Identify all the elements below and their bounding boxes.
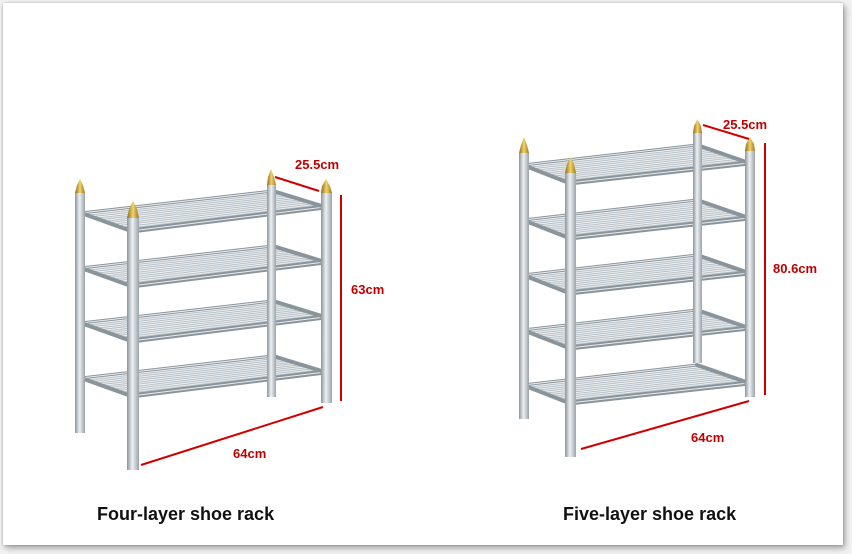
- shelf-side-rail: [271, 244, 327, 264]
- shelf-slat-highlight: [560, 214, 741, 236]
- finial-icon: [565, 157, 576, 173]
- five-layer-caption: Five-layer shoe rack: [563, 504, 737, 524]
- width-dimension-line: [140, 406, 324, 466]
- height-label: 63cm: [351, 282, 385, 297]
- finial-icon: [745, 137, 755, 151]
- shelf-slat-highlight: [560, 379, 741, 401]
- shelf-side-rail: [271, 299, 327, 319]
- shelf-slat-highlight: [130, 261, 326, 287]
- shelf-slat-highlight: [530, 257, 707, 279]
- shelf-side-rail: [521, 163, 571, 185]
- shelf-slat-highlight: [560, 324, 741, 346]
- shelf-slat-highlight: [568, 272, 750, 294]
- shelf-side-rail: [79, 321, 133, 343]
- shelf-slat-highlight: [522, 199, 698, 221]
- shelf-slat-highlight: [122, 258, 317, 284]
- shelf-layer: [521, 363, 752, 406]
- front-left-post: [565, 173, 576, 457]
- shelf-slat-highlight: [530, 312, 707, 334]
- depth-dimension-line: [274, 176, 320, 192]
- shelf-side-rail: [79, 376, 133, 398]
- depth-dimension-line: [702, 124, 750, 140]
- shelf-slat-highlight: [88, 303, 283, 327]
- shelf-layer: [521, 198, 752, 241]
- shelf-side-rail: [695, 308, 751, 330]
- width-dimension-line: [580, 400, 750, 450]
- shelf-side-rail: [695, 363, 751, 385]
- shelf-side-rail: [521, 218, 571, 240]
- shelf-layer: [521, 308, 752, 351]
- shelf-side-rail: [271, 354, 327, 374]
- five-layer-shelves: [521, 143, 752, 406]
- shelf-slat-highlight: [122, 313, 317, 339]
- shelf-slat-highlight: [522, 254, 698, 276]
- shelf-slat-highlight: [568, 217, 750, 239]
- front-right-post: [321, 193, 332, 403]
- finial-icons: [519, 119, 755, 173]
- shelf-layer: [79, 244, 328, 289]
- shelf-slat-highlight: [522, 309, 698, 331]
- shelf-side-rail: [271, 189, 327, 209]
- rear-left-post: [75, 193, 85, 433]
- shelf-slat-highlight: [530, 202, 707, 224]
- shelf-layer: [521, 143, 752, 186]
- finial-icon: [519, 137, 529, 153]
- shelf-slat-highlight: [122, 368, 317, 394]
- front-right-post: [745, 151, 755, 397]
- shelf-slat-highlight: [88, 193, 283, 217]
- shelf-slat-highlight: [80, 245, 274, 269]
- four-layer-rack-drawing: [75, 169, 342, 470]
- height-label: 80.6cm: [773, 261, 818, 276]
- rear-right-post: [693, 133, 702, 363]
- finial-icon: [321, 179, 332, 193]
- shelf-slat-highlight: [88, 248, 283, 272]
- shelf-slat-highlight: [122, 203, 317, 229]
- finial-icon: [267, 169, 276, 185]
- width-label: 64cm: [233, 446, 267, 461]
- shelf-side-rail: [695, 253, 751, 275]
- four-layer-caption: Four-layer shoe rack: [97, 504, 275, 524]
- rear-right-post: [267, 185, 276, 397]
- shelf-side-rail: [695, 198, 751, 220]
- shelf-slat-highlight: [568, 162, 750, 184]
- shelf-side-rail: [521, 273, 571, 295]
- shelf-slat-highlight: [530, 367, 707, 389]
- shelf-slat-highlight: [80, 300, 274, 324]
- shelf-slat-highlight: [522, 144, 698, 166]
- width-label: 64cm: [691, 430, 725, 445]
- shelf-slat-highlight: [530, 147, 707, 169]
- front-left-post: [127, 218, 139, 470]
- shelf-layer: [521, 253, 752, 296]
- finial-icon: [127, 201, 139, 218]
- shelf-slat-highlight: [568, 382, 750, 404]
- finial-icons: [75, 169, 332, 218]
- depth-label: 25.5cm: [723, 117, 768, 132]
- shelf-slat-highlight: [568, 327, 750, 349]
- shelf-slat-highlight: [80, 355, 274, 379]
- shelf-slat-highlight: [130, 316, 326, 342]
- shelf-side-rail: [79, 266, 133, 288]
- finial-icon: [75, 179, 85, 193]
- shelf-slat-highlight: [130, 371, 326, 397]
- product-image-frame: 25.5cm 63cm 64cm Four-layer shoe rack: [3, 3, 843, 545]
- shelf-side-rail: [79, 211, 133, 233]
- shelf-slat-highlight: [130, 206, 326, 232]
- rear-left-post: [519, 153, 529, 419]
- shelf-slat-highlight: [80, 190, 274, 214]
- five-layer-rack-drawing: [519, 119, 766, 457]
- shelf-slat-highlight: [88, 358, 283, 382]
- finial-icon: [693, 119, 702, 133]
- shelf-side-rail: [521, 328, 571, 350]
- shelf-slat-highlight: [560, 269, 741, 291]
- shelf-side-rail: [695, 143, 751, 165]
- depth-label: 25.5cm: [295, 157, 340, 172]
- shelf-slat-highlight: [560, 159, 741, 181]
- shelf-side-rail: [521, 383, 571, 405]
- shelf-slat-highlight: [553, 376, 733, 398]
- shelf-slat-highlight: [522, 364, 698, 386]
